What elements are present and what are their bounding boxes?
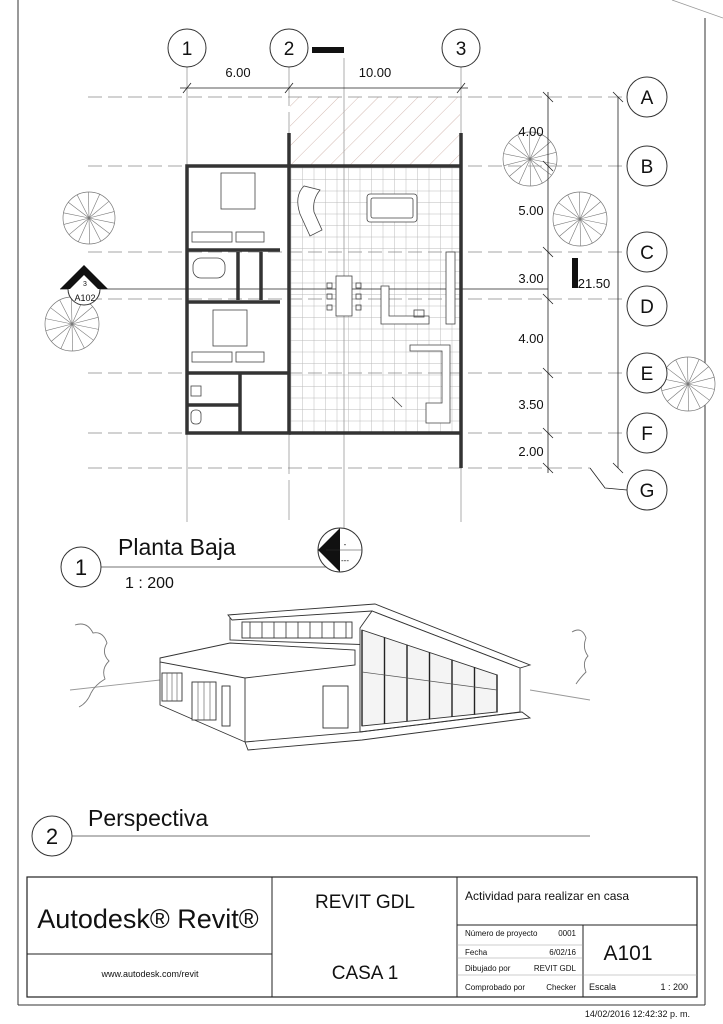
grid-bubble-e: E xyxy=(626,352,668,394)
svg-text:A102: A102 xyxy=(74,293,95,303)
title-block: Autodesk® Revit® www.autodesk.com/revit … xyxy=(26,876,698,998)
svg-text:C: C xyxy=(640,243,654,264)
total-dimension: 21.50 xyxy=(578,276,611,291)
section-marker: 3 A102 xyxy=(60,265,108,306)
svg-text:1: 1 xyxy=(182,39,193,60)
perspective-view xyxy=(69,603,591,751)
field-label-drawn-by: Dibujado por xyxy=(465,964,511,973)
scale-label: Escala xyxy=(589,982,616,992)
field-label-date: Fecha xyxy=(465,948,488,957)
svg-text:F: F xyxy=(641,424,653,445)
svg-text:B: B xyxy=(641,157,654,178)
pool xyxy=(366,193,418,223)
field-label-project-number: Número de proyecto xyxy=(465,929,538,938)
print-timestamp: 14/02/2016 12:42:32 p. m. xyxy=(585,1009,690,1019)
row-dimensions: 4.00 5.00 3.00 4.00 3.50 2.00 21.50 xyxy=(518,91,624,474)
perspective-title: Perspectiva xyxy=(88,805,208,831)
tv-wall xyxy=(445,251,456,325)
column-dimensions: 6.00 10.00 xyxy=(180,65,468,94)
svg-text:---: --- xyxy=(341,556,349,565)
trees xyxy=(44,131,716,412)
section-cut-mark-2 xyxy=(572,258,578,288)
perspective-view-number: 2 xyxy=(46,824,58,849)
svg-text:E: E xyxy=(641,364,654,385)
walls xyxy=(185,133,463,468)
elevation-marker: - --- xyxy=(317,527,363,573)
grid-bubble-2: 2 xyxy=(269,28,309,68)
terrace-hatch xyxy=(290,97,460,166)
dimension-e-f: 3.50 xyxy=(518,397,543,412)
svg-text:D: D xyxy=(640,297,654,318)
bed-2 xyxy=(212,309,248,347)
grid-bubble-a: A xyxy=(626,76,668,118)
plan-scale: 1 : 200 xyxy=(125,575,174,592)
dimension-c-d: 3.00 xyxy=(518,271,543,286)
autodesk-revit-logo: Autodesk® Revit® xyxy=(37,904,258,934)
sheet-number: A101 xyxy=(603,942,652,965)
bed-1 xyxy=(220,172,256,210)
sectional-sofa xyxy=(409,344,451,424)
svg-text:3: 3 xyxy=(83,281,87,288)
grid-bubble-b: B xyxy=(626,145,668,187)
field-label-checked-by: Comprobado por xyxy=(465,983,525,992)
sheet-border xyxy=(17,0,723,1006)
svg-text:2: 2 xyxy=(284,39,295,60)
svg-text:G: G xyxy=(640,481,655,502)
section-cut-mark xyxy=(312,47,344,53)
grid-bubble-1: 1 xyxy=(167,28,207,68)
scale-value: 1 : 200 xyxy=(660,982,688,992)
furniture xyxy=(190,172,456,425)
tree-icon xyxy=(44,296,100,352)
grid-bubble-f: F xyxy=(626,412,668,454)
project-description: Actividad para realizar en casa xyxy=(465,889,629,903)
company-name: REVIT GDL xyxy=(315,892,415,913)
grid-bubble-d: D xyxy=(626,285,668,327)
dimension-2-3: 10.00 xyxy=(359,65,392,80)
floor-plan: 6.00 10.00 xyxy=(44,28,716,540)
grid-bubble-g: G xyxy=(589,467,668,511)
perspective-view-title: 2 Perspectiva xyxy=(31,805,590,857)
dimension-f-g: 2.00 xyxy=(518,444,543,459)
field-value-date: 6/02/16 xyxy=(549,948,576,957)
dimension-b-c: 5.00 xyxy=(518,203,543,218)
grid-lines-horizontal xyxy=(88,96,627,469)
svg-text:A: A xyxy=(641,88,654,109)
tree-icon xyxy=(660,356,716,412)
field-value-drawn-by: REVIT GDL xyxy=(534,964,577,973)
field-value-project-number: 0001 xyxy=(558,929,576,938)
svg-text:-: - xyxy=(344,540,347,549)
dimension-a-b: 4.00 xyxy=(518,124,543,139)
field-value-checked-by: Checker xyxy=(546,983,576,992)
tree-icon xyxy=(552,191,608,247)
grid-bubble-c: C xyxy=(626,231,668,273)
plan-view-number: 1 xyxy=(75,555,87,580)
dimension-1-2: 6.00 xyxy=(225,65,250,80)
project-name: CASA 1 xyxy=(332,963,399,984)
svg-text:3: 3 xyxy=(456,39,467,60)
plan-title: Planta Baja xyxy=(118,534,236,560)
tree-icon xyxy=(62,191,116,245)
sofa xyxy=(297,185,323,237)
plan-view-title: 1 Planta Baja 1 : 200 xyxy=(60,534,330,592)
grid-bubble-3: 3 xyxy=(441,28,481,68)
kitchen-counter xyxy=(380,285,430,325)
tree-icon xyxy=(502,131,558,187)
dimension-d-e: 4.00 xyxy=(518,331,543,346)
dining-table xyxy=(335,275,353,317)
website-link: www.autodesk.com/revit xyxy=(100,969,199,979)
